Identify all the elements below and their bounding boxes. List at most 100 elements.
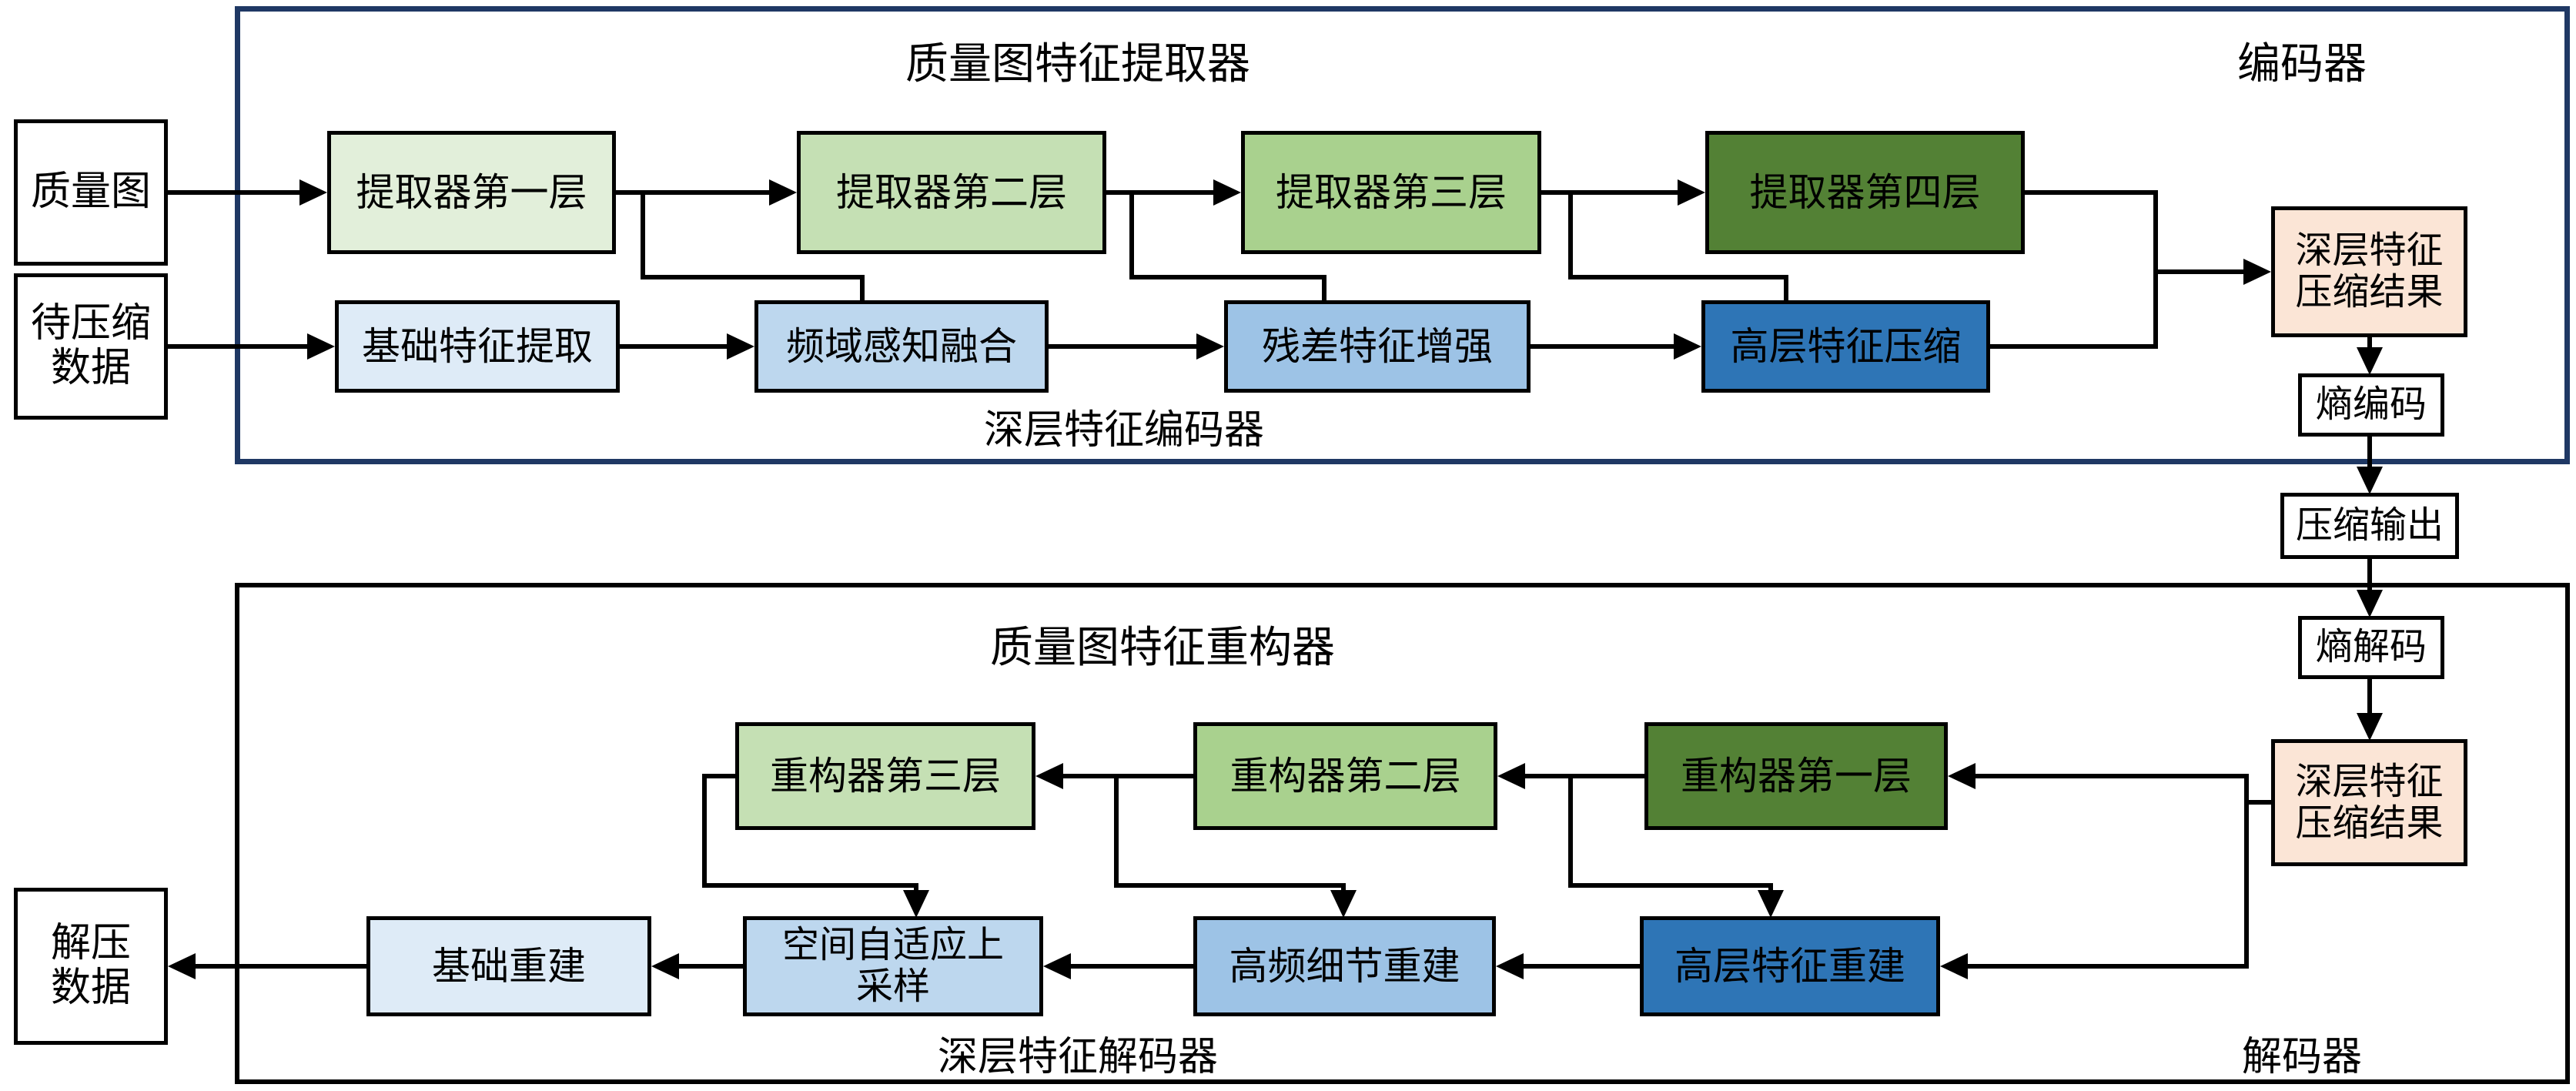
arrow-line <box>2367 437 2372 467</box>
arrowhead-left <box>1043 953 1071 979</box>
skip-line <box>914 883 918 892</box>
skip-line <box>1322 275 1326 303</box>
arrow-line <box>1968 964 2244 969</box>
skip-line <box>702 774 735 778</box>
box-label: 提取器第三层 <box>1276 171 1507 214</box>
encoder-region-frame <box>235 6 2570 464</box>
arrowhead-left <box>651 953 679 979</box>
arrow-line <box>168 190 299 195</box>
box-label: 空间自适应上 <box>781 925 1004 966</box>
box-label: 重构器第一层 <box>1681 755 1912 798</box>
arrow-line <box>616 190 769 195</box>
box-residual-feature-enhancement: 残差特征增强 <box>1224 300 1531 393</box>
arrow-line <box>1541 190 1678 195</box>
merge-line <box>1990 344 2158 349</box>
arrow-line <box>196 964 366 969</box>
arrow-line <box>620 344 727 349</box>
skip-line <box>860 275 865 303</box>
arrowhead-right <box>1213 179 1241 206</box>
box-label: 基础特征提取 <box>362 325 593 368</box>
box-compressed-output: 压缩输出 <box>2280 493 2459 559</box>
decoder-reconstructor-title: 质量图特征重构器 <box>990 624 1335 672</box>
arrow-line <box>1524 964 1640 969</box>
arrow-line <box>1531 344 1674 349</box>
box-basic-reconstruction: 基础重建 <box>366 916 651 1016</box>
box-label: 采样 <box>855 966 930 1007</box>
box-label: 提取器第四层 <box>1749 171 1981 214</box>
arrowhead-right <box>1678 179 1705 206</box>
deep-feature-encoder-label: 深层特征编码器 <box>983 409 1264 453</box>
deep-feature-decoder-label: 深层特征解码器 <box>937 1036 1218 1079</box>
arrow-line <box>1525 774 1644 778</box>
arrowhead-right <box>299 179 327 206</box>
arrow-line <box>2367 559 2372 591</box>
arrow-line <box>1063 774 1193 778</box>
arrowhead-right <box>727 333 754 360</box>
box-label: 提取器第二层 <box>836 171 1067 214</box>
box-highlevel-feature-compression: 高层特征压缩 <box>1701 300 1990 393</box>
arrowhead-right <box>307 333 335 360</box>
skip-line <box>702 774 707 888</box>
box-label: 残差特征增强 <box>1262 325 1493 368</box>
box-extractor-layer-3: 提取器第三层 <box>1241 131 1541 254</box>
arrowhead-left <box>1496 953 1524 979</box>
skip-line <box>1568 192 1573 277</box>
box-deep-feature-result-decoder: 深层特征 压缩结果 <box>2271 739 2467 866</box>
skip-line <box>1114 776 1119 888</box>
arrowhead-down <box>2357 713 2383 741</box>
decoder-region-frame <box>235 583 2570 1084</box>
box-extractor-layer-4: 提取器第四层 <box>1705 131 2025 254</box>
arrowhead-left <box>1940 953 1968 979</box>
box-data-to-compress-input: 待压缩 数据 <box>14 273 168 420</box>
skip-line <box>1114 883 1346 888</box>
branch-line <box>2244 800 2271 805</box>
arrowhead-right <box>2243 259 2271 285</box>
box-label: 深层特征 <box>2295 230 2444 272</box>
arrow-line <box>2367 337 2372 349</box>
box-label: 高层特征重建 <box>1674 945 1905 988</box>
skip-line <box>1568 776 1573 888</box>
arrowhead-left <box>168 953 196 979</box>
box-label: 重构器第二层 <box>1229 755 1461 798</box>
skip-line <box>641 275 865 279</box>
arrow-line <box>2153 269 2243 274</box>
arrow-line <box>1975 774 2244 778</box>
box-label: 质量图 <box>30 169 151 214</box>
box-highlevel-feature-reconstruction: 高层特征重建 <box>1640 916 1940 1016</box>
skip-line <box>1129 192 1134 277</box>
arrowhead-right <box>769 179 797 206</box>
box-highfreq-detail-reconstruction: 高频细节重建 <box>1193 916 1496 1016</box>
box-label: 待压缩 <box>30 301 151 346</box>
arrowhead-down <box>903 890 929 918</box>
skip-line <box>1341 883 1346 892</box>
skip-line <box>641 192 645 277</box>
arrow-line <box>1071 964 1193 969</box>
arrowhead-down <box>1758 890 1784 918</box>
skip-line <box>1784 275 1788 303</box>
box-label: 提取器第一层 <box>356 171 587 214</box>
box-basic-feature-extraction: 基础特征提取 <box>335 300 620 393</box>
skip-line <box>1768 883 1773 892</box>
box-extractor-layer-1: 提取器第一层 <box>327 131 616 254</box>
merge-line <box>2025 190 2158 195</box>
box-label: 高层特征压缩 <box>1730 325 1962 368</box>
arrow-line <box>1106 190 1213 195</box>
skip-line <box>702 883 918 888</box>
arrowhead-left <box>1035 763 1063 789</box>
box-label: 熵编码 <box>2315 384 2427 426</box>
box-label: 数据 <box>50 346 131 390</box>
box-label: 频域感知融合 <box>786 325 1017 368</box>
box-reconstructor-layer-2: 重构器第二层 <box>1193 722 1497 830</box>
encoder-region-label: 编码器 <box>2237 41 2367 89</box>
box-label: 解压 <box>50 921 131 966</box>
skip-line <box>1568 275 1788 279</box>
arrowhead-down <box>1330 890 1357 918</box>
box-quality-map-input: 质量图 <box>14 119 168 266</box>
arrow-line <box>679 964 743 969</box>
encoder-extractor-title: 质量图特征提取器 <box>905 41 1250 89</box>
box-label: 压缩输出 <box>2295 505 2444 547</box>
arrowhead-down <box>2357 347 2383 375</box>
arrow-line <box>2367 679 2372 715</box>
arrow-line <box>1049 344 1196 349</box>
